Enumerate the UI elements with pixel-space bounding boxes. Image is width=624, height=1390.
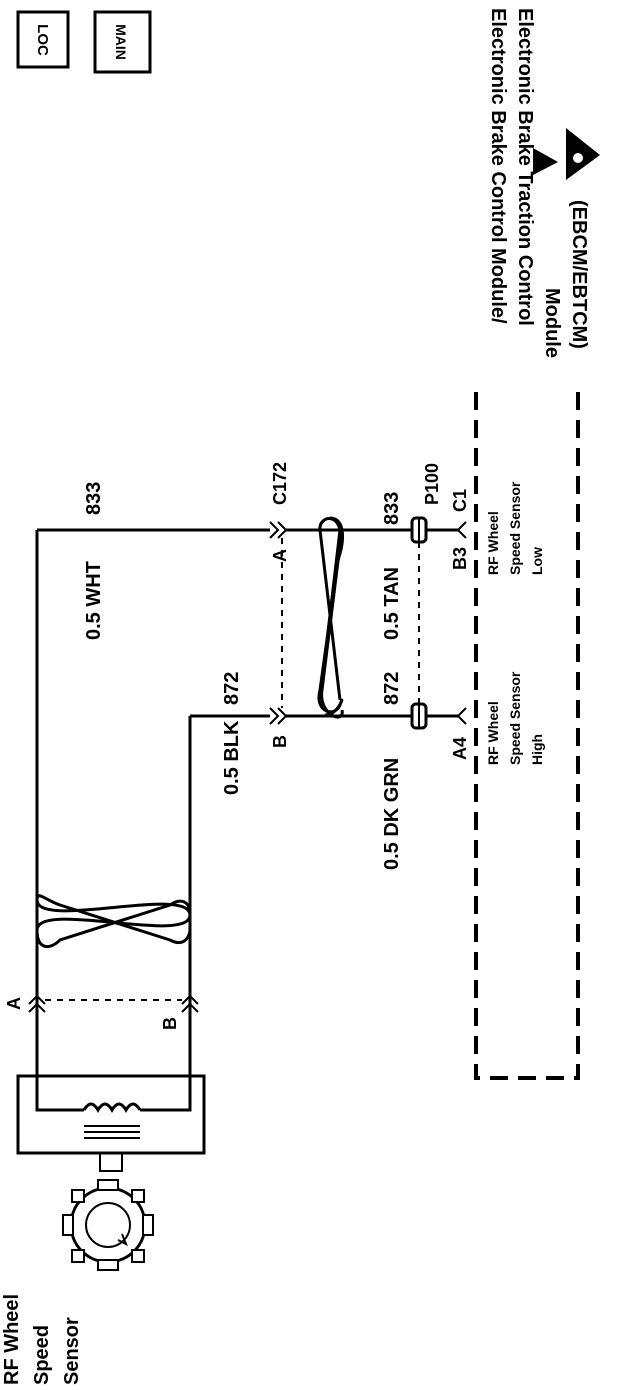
- module-pins: C1 B3 A4: [450, 489, 470, 760]
- b3-desc-line3: Low: [529, 547, 545, 575]
- sensor-pin-b: B: [160, 1017, 180, 1030]
- pin-b3-label: B3: [450, 547, 470, 570]
- loc-button[interactable]: LOC: [16, 10, 70, 69]
- a4-desc-line1: RF Wheel: [485, 701, 501, 765]
- c172-label: C172: [270, 462, 290, 505]
- wire-tan-label: 0.5 TAN: [381, 567, 403, 640]
- connector-c172: C172 A B: [269, 462, 290, 748]
- wire-wht-label: 0.5 WHT: [83, 561, 105, 640]
- module-title-line2: Electronic Brake Traction Control: [514, 8, 536, 326]
- speed-sensor-housing: [16, 1074, 206, 1155]
- c172-pin-a: A: [270, 549, 290, 562]
- sensor-pin-a: A: [4, 997, 24, 1010]
- c1-label: C1: [450, 489, 470, 512]
- pin-b3-description: RF Wheel Speed Sensor Low: [485, 481, 545, 575]
- wire-blk-circuit: 872: [221, 672, 243, 705]
- wire-833-tan: 0.5 TAN 833: [381, 492, 403, 640]
- twisted-pair-upper: [286, 516, 412, 719]
- a4-desc-line2: Speed Sensor: [507, 671, 523, 765]
- sensor-label-line2: Speed: [31, 1325, 53, 1385]
- wire-wht-circuit: 833: [83, 482, 105, 515]
- main-button-label: MAIN: [113, 24, 129, 60]
- module-title-line4: (EBCM/EBTCM): [568, 200, 590, 349]
- wire-blk-label: 0.5 BLK: [221, 720, 243, 795]
- module-title-line3: Module: [541, 288, 563, 358]
- module-title-line1: Electronic Brake Control Module/: [487, 8, 509, 324]
- b3-desc-line1: RF Wheel: [485, 511, 501, 575]
- wire-872-dkgrn: 0.5 DK GRN 872: [381, 672, 403, 870]
- sensor-connector: A B: [4, 994, 199, 1076]
- connector-p100: P100: [410, 463, 458, 730]
- sensor-label-line1: RF Wheel: [1, 1294, 23, 1385]
- twisted-pair-lower: [35, 530, 192, 1002]
- main-button[interactable]: MAIN: [93, 10, 152, 74]
- p100-label: P100: [422, 463, 442, 505]
- wire-872-blk: 0.5 BLK 872: [190, 672, 270, 795]
- a4-desc-line3: High: [529, 734, 545, 765]
- wire-833-wht: 0.5 WHT 833: [37, 482, 270, 640]
- wire-tan-circuit: 833: [381, 492, 403, 525]
- wire-dkgrn-circuit: 872: [381, 672, 403, 705]
- tone-wheel-icon: [62, 1179, 154, 1271]
- sensor-label-line3: Sensor: [61, 1317, 83, 1385]
- sensor-stub: [99, 1152, 123, 1172]
- wire-dkgrn-label: 0.5 DK GRN: [381, 758, 403, 870]
- sensor-label: RF Wheel Speed Sensor: [1, 1294, 83, 1385]
- esd-warning-icon: [533, 128, 600, 180]
- ebcm-module-boundary: [474, 392, 580, 1080]
- pin-a4-label: A4: [450, 737, 470, 760]
- pin-a4-description: RF Wheel Speed Sensor High: [485, 671, 545, 765]
- c172-pin-b: B: [270, 735, 290, 748]
- b3-desc-line2: Speed Sensor: [507, 481, 523, 575]
- loc-button-label: LOC: [34, 24, 51, 56]
- module-title: Electronic Brake Control Module/ Electro…: [487, 8, 590, 358]
